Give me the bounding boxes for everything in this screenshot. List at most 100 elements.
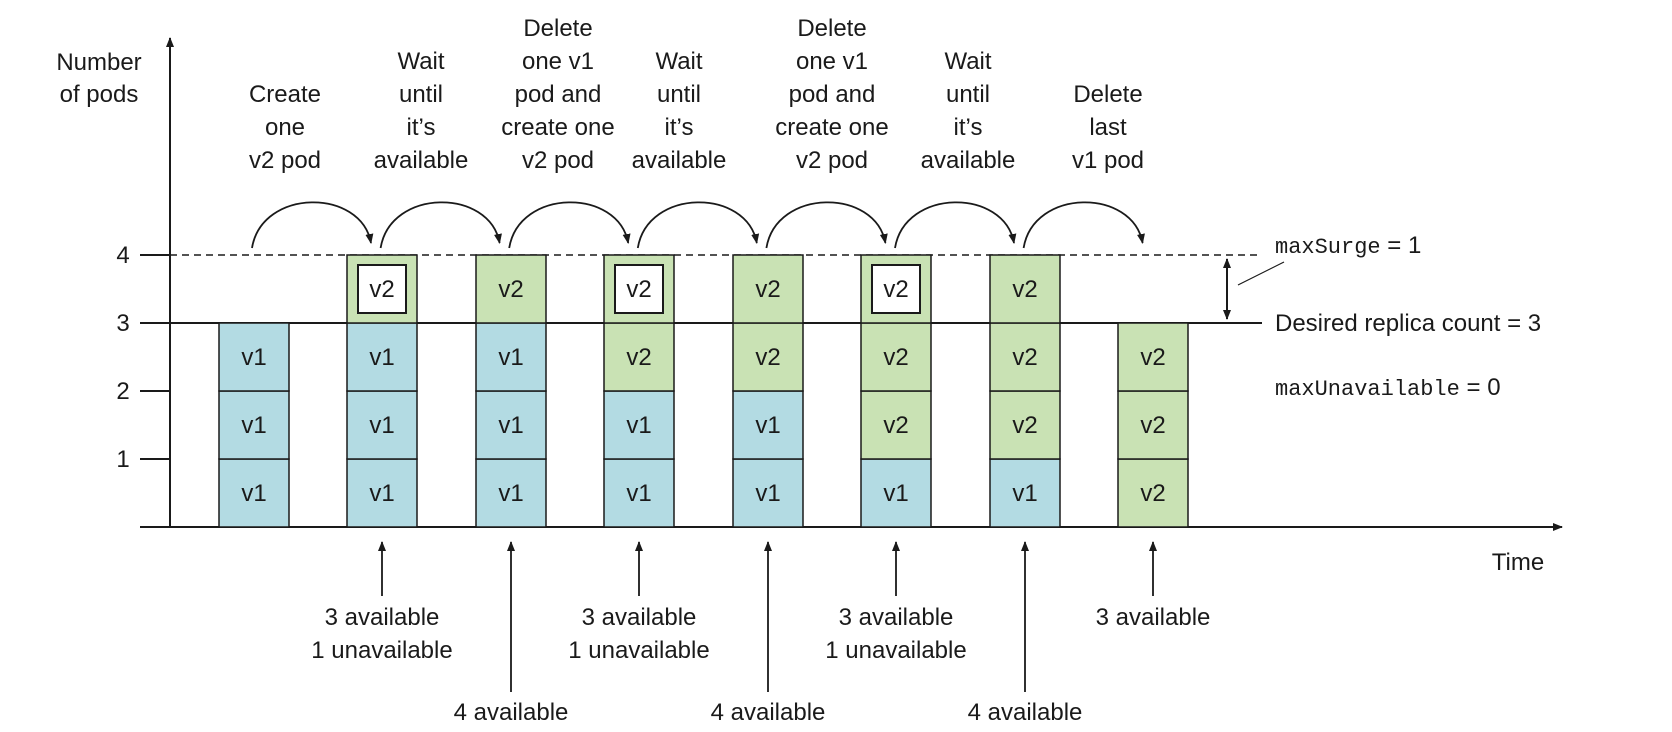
step-line: pod and [515,81,602,108]
y-tick-label-2: 2 [116,378,129,405]
pod-v2-box [1117,390,1189,460]
step-line: Delete [523,15,592,42]
max-surge-leader [1237,261,1285,286]
availability-note: 4 available [711,541,826,726]
pod-label: v2 [626,344,651,371]
pod-v2-box [860,390,932,460]
pod-column: v1 v1 v1 v2 [475,254,547,528]
step-line: available [632,147,727,174]
note-line: 4 available [711,699,826,726]
pod-label: v1 [498,344,523,371]
pod-v1-box [989,458,1061,528]
pod-label: v1 [498,480,523,507]
pod-label: v1 [369,480,394,507]
step-arc-arrow [508,201,631,249]
step-line: it’s [665,114,694,141]
availability-note: 4 available [454,541,569,726]
pod-v1-box [218,322,290,392]
step-line: v2 pod [796,147,868,174]
availability-notes: 3 available 1 unavailable 4 available 3 ava… [311,541,1210,726]
pod-label: v1 [369,344,394,371]
pod-v1-box [475,458,547,528]
step-line: until [399,81,443,108]
step-line: it’s [407,114,436,141]
pod-v1-box [732,390,804,460]
y-tick-label-3: 3 [116,310,129,337]
availability-note: 3 available 1 unavailable [825,541,967,664]
pod-label: v2 [1012,344,1037,371]
pod-label: v1 [369,412,394,439]
step-line: one v1 [522,48,594,75]
step-arc-arrow [765,201,888,249]
note-line: 1 unavailable [311,637,452,664]
max-unavailable-key: maxUnavailable [1275,377,1460,402]
pod-label: v1 [241,412,266,439]
pod-label: v1 [241,480,266,507]
pending-pod-marker [614,264,664,314]
availability-note: 3 available 1 unavailable [311,541,453,664]
pod-label: v2 [883,276,908,303]
pending-pod-marker [357,264,407,314]
pod-v1-box [475,390,547,460]
pod-v2-box [732,254,804,324]
step-line: Delete [1073,81,1142,108]
availability-note: 4 available [968,541,1083,726]
pod-label: v2 [1140,344,1165,371]
note-line: 3 available [325,604,440,631]
pod-v1-box [860,458,932,528]
note-line: 1 unavailable [825,637,966,664]
y-tick-label-1: 1 [116,446,129,473]
pod-v2-box [989,254,1061,324]
pod-label: v2 [498,276,523,303]
y-axis-label-2: of pods [60,81,139,108]
pod-label: v2 [883,412,908,439]
step-arc-arrow [251,201,374,249]
step-arc-arrow [894,201,1017,249]
note-line: 4 available [454,699,569,726]
step-line: v1 pod [1072,147,1144,174]
note-line: 1 unavailable [568,637,709,664]
pod-v1-box [475,322,547,392]
step-arc-arrow [636,201,760,249]
pod-label: v1 [498,412,523,439]
y-axis-label: Number [56,49,141,76]
step-line: available [374,147,469,174]
pod-label: v1 [883,480,908,507]
y-tick-label-4: 4 [116,242,129,269]
pod-label: v2 [1140,412,1165,439]
step-line: one v1 [796,48,868,75]
pod-label: v2 [626,276,651,303]
pod-label: v2 [1012,276,1037,303]
pending-pod-marker [871,264,921,314]
step-line: Delete [797,15,866,42]
pod-label: v2 [1012,412,1037,439]
max-surge-value: = 1 [1381,232,1422,259]
step-line: v2 pod [522,147,594,174]
note-line: 4 available [968,699,1083,726]
step-line: it’s [954,114,983,141]
step-line: last [1089,114,1127,141]
pod-v1-box [346,322,418,392]
step-arc-arrow [379,201,502,249]
note-line: 3 available [839,604,954,631]
step-line: one [265,114,305,141]
step-line: v2 pod [249,147,321,174]
x-axis-label: Time [1492,549,1544,576]
pod-columns: v1v1v1v1v1v1v2v1v1v1v2v1v1v2v2v1v1v2v2v1… [218,254,1189,528]
step-arc-arrow [1022,201,1145,249]
step-line: available [921,147,1016,174]
pod-v1-box [603,390,675,460]
pod-v2-box [860,322,932,392]
